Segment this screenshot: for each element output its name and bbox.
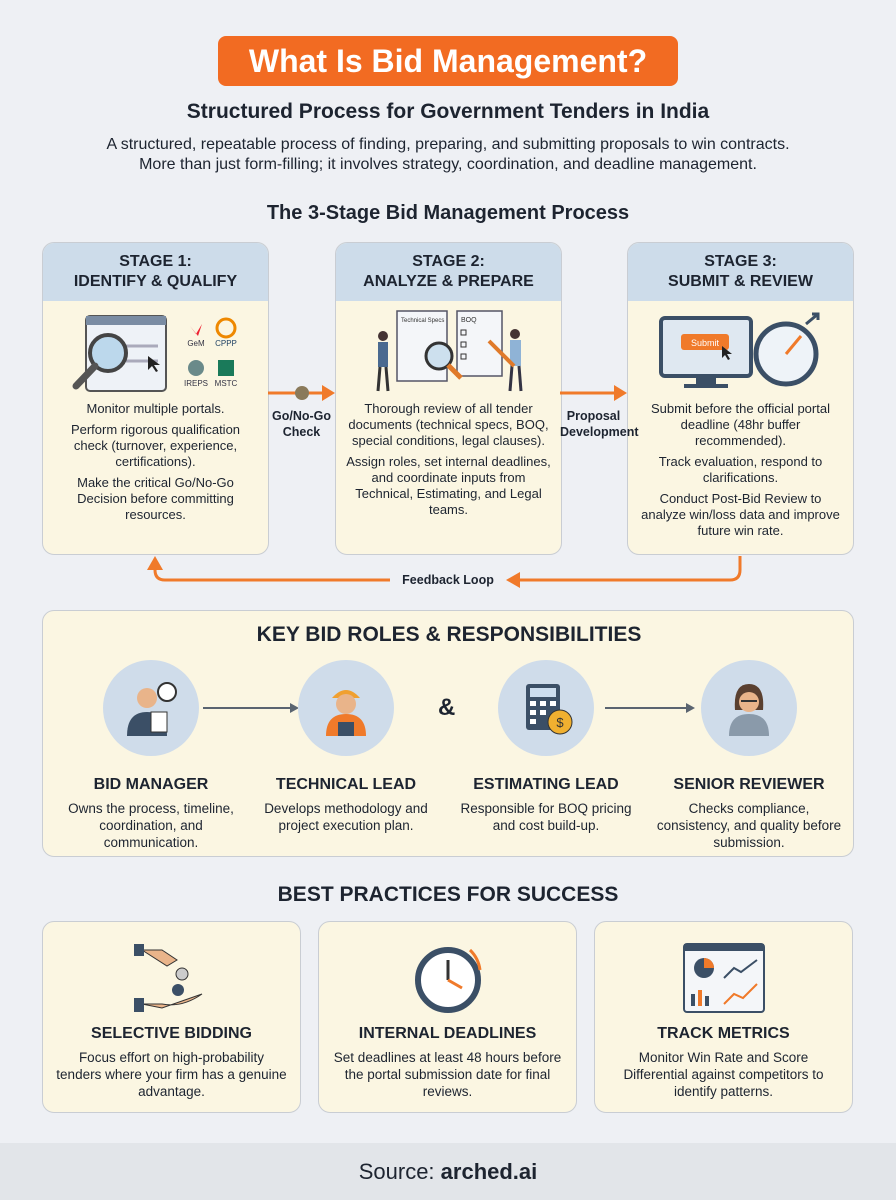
svg-text:BOQ: BOQ	[461, 317, 477, 324]
proposal-development-label: Proposal Development	[560, 409, 639, 439]
stage-1-card: STAGE 1:IDENTIFY & QUALIFY GeM CPPP IREP…	[42, 242, 269, 555]
svg-text:MSTC: MSTC	[214, 379, 237, 388]
decision-dot	[295, 386, 309, 400]
stage-2-card: STAGE 2:ANALYZE & PREPARE Technical Spec…	[335, 242, 562, 555]
roles-title: KEY BID ROLES & RESPONSIBILITIES	[256, 623, 642, 646]
description-line: A structured, repeatable process of find…	[106, 136, 790, 153]
source-footer: Source: arched.ai	[0, 1143, 896, 1200]
portal-search-icon: GeM CPPP IREPS MSTC	[43, 301, 268, 401]
roles-section: KEY BID ROLES & RESPONSIBILITIES & BID M…	[42, 610, 854, 857]
dashboard-chart-icon	[595, 922, 852, 1022]
hand-coin-icon	[43, 922, 300, 1022]
feedback-line	[153, 568, 390, 582]
stage-header: STAGE 1:IDENTIFY & QUALIFY	[43, 243, 268, 301]
subtitle: Structured Process for Government Tender…	[186, 100, 710, 123]
stage-point: Assign roles, set internal deadlines, an…	[346, 454, 551, 517]
go-no-go-label: Go/No-Go Check	[271, 409, 331, 439]
svg-text:CPPP: CPPP	[215, 339, 237, 348]
source-link[interactable]: arched.ai	[440, 1159, 538, 1184]
process-title: The 3-Stage Bid Management Process	[266, 202, 630, 224]
stage-point: Thorough review of all tender documents …	[348, 401, 549, 448]
stage-point: Conduct Post-Bid Review to analyze win/l…	[641, 491, 840, 538]
stage-3-card: STAGE 3:SUBMIT & REVIEW Submit Submit be…	[627, 242, 854, 555]
svg-text:Submit: Submit	[690, 338, 719, 348]
submit-deadline-icon: Submit	[628, 301, 853, 401]
technical-lead-icon	[298, 660, 394, 756]
ampersand: &	[438, 694, 456, 721]
stage-header: STAGE 3:SUBMIT & REVIEW	[628, 243, 853, 301]
stage-point: Perform rigorous qualification check (tu…	[70, 422, 241, 469]
svg-text:GeM: GeM	[187, 339, 205, 348]
stage-point: Track evaluation, respond to clarificati…	[658, 454, 823, 485]
svg-text:Technical Specs: Technical Specs	[401, 318, 444, 324]
role-arrows	[203, 703, 695, 713]
feedback-line	[520, 556, 742, 582]
page-title: What Is Bid Management?	[218, 36, 678, 86]
document-review-icon: Technical Specs BOQ	[336, 301, 561, 401]
stage-point: Submit before the official portal deadli…	[651, 401, 830, 448]
arrow-head	[322, 385, 335, 401]
bid-manager-icon	[103, 660, 199, 756]
senior-reviewer-icon	[701, 660, 797, 756]
stage-point: Make the critical Go/No-Go Decision befo…	[77, 475, 234, 522]
process-arrows	[147, 385, 742, 588]
arrow-head	[614, 385, 627, 401]
description-line: More than just form-filling; it involves…	[139, 156, 757, 173]
feedback-loop-label: Feedback Loop	[402, 573, 494, 587]
calculator-icon: $	[498, 660, 594, 756]
stage-point: Monitor multiple portals.	[86, 401, 225, 416]
svg-text:IREPS: IREPS	[183, 379, 207, 388]
stage-header: STAGE 2:ANALYZE & PREPARE	[336, 243, 561, 301]
svg-text:$: $	[556, 715, 564, 730]
best-practices-title: BEST PRACTICES FOR SUCCESS	[277, 883, 619, 906]
clock-icon	[319, 922, 576, 1022]
